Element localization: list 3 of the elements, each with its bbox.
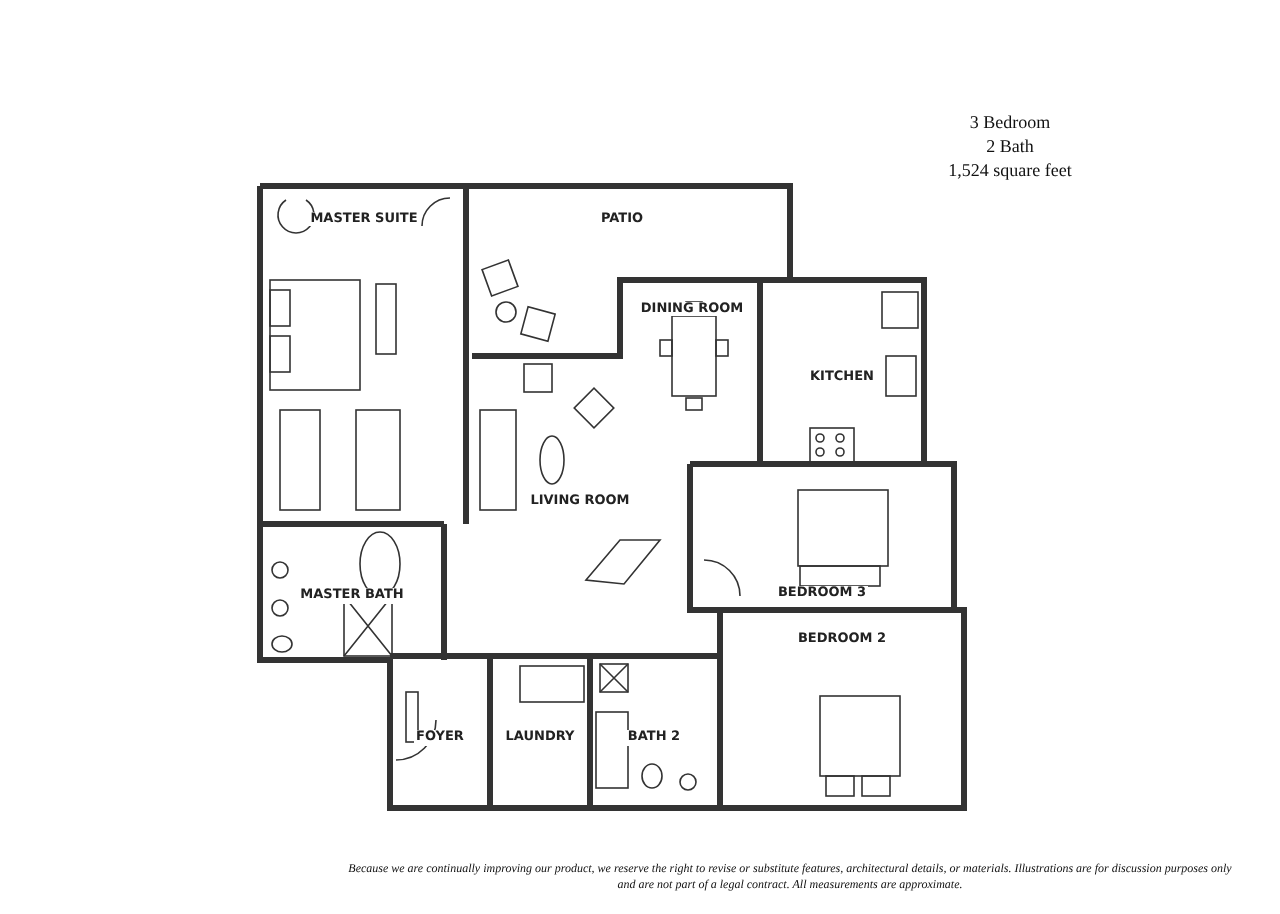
plan-spec: 1,524 square feet bbox=[946, 160, 1074, 180]
plan-spec: 3 Bedroom bbox=[967, 112, 1053, 132]
plan-spec: 2 Bath bbox=[984, 136, 1036, 156]
